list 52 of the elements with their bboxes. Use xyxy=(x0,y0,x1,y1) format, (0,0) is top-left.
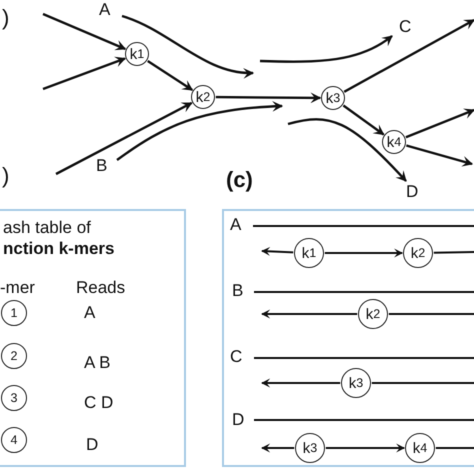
arrow xyxy=(42,12,126,50)
read-label: C xyxy=(399,17,417,37)
table-heading: nction k-mers xyxy=(3,238,114,259)
k-mer-circle: 4 xyxy=(1,427,27,453)
read-label: B xyxy=(96,156,114,176)
arrow xyxy=(405,108,474,138)
panel-marker: (c) xyxy=(226,170,253,190)
read-line xyxy=(388,313,474,315)
read-label: C xyxy=(230,347,244,367)
arrow xyxy=(122,14,254,78)
table-cell: D xyxy=(86,435,98,455)
k-mer-circle: 2 xyxy=(1,343,27,369)
table-cell: A xyxy=(84,303,96,323)
arrow xyxy=(216,92,322,104)
arrow xyxy=(261,246,294,256)
panel-marker: ) xyxy=(2,166,10,186)
arrow xyxy=(147,60,194,92)
panel-marker: ) xyxy=(2,8,10,28)
column-header: -mer xyxy=(0,278,35,298)
arrow xyxy=(288,118,407,182)
panel-frame xyxy=(222,209,474,467)
arrow xyxy=(42,56,126,90)
read-line xyxy=(372,382,474,384)
arrow xyxy=(344,18,474,93)
read-label: A xyxy=(99,0,117,20)
arrow xyxy=(260,35,393,63)
read-label: A xyxy=(230,215,244,235)
k-mer-circle: 1 xyxy=(1,300,27,326)
column-header: Reads xyxy=(76,278,126,298)
table-heading: ash table of xyxy=(3,217,91,238)
arrow xyxy=(324,248,404,258)
read-line xyxy=(253,225,474,227)
read-label: D xyxy=(406,182,424,202)
arrow xyxy=(261,310,358,318)
read-line xyxy=(254,419,474,421)
table-cell: C D xyxy=(84,393,114,413)
read-line xyxy=(254,291,474,293)
arrow xyxy=(406,144,474,167)
arrow xyxy=(55,102,193,176)
read-line xyxy=(254,357,474,359)
arrow xyxy=(116,101,284,161)
read-line xyxy=(436,447,474,449)
read-line xyxy=(434,251,474,254)
arrow xyxy=(261,444,294,452)
arrow xyxy=(261,378,340,388)
k-mer-circle: 3 xyxy=(1,385,27,411)
table-cell: A B xyxy=(84,353,110,373)
arrow xyxy=(342,104,384,136)
read-label: D xyxy=(232,410,246,430)
read-label: B xyxy=(232,281,246,301)
arrow xyxy=(326,444,406,452)
panel-frame xyxy=(0,209,186,467)
